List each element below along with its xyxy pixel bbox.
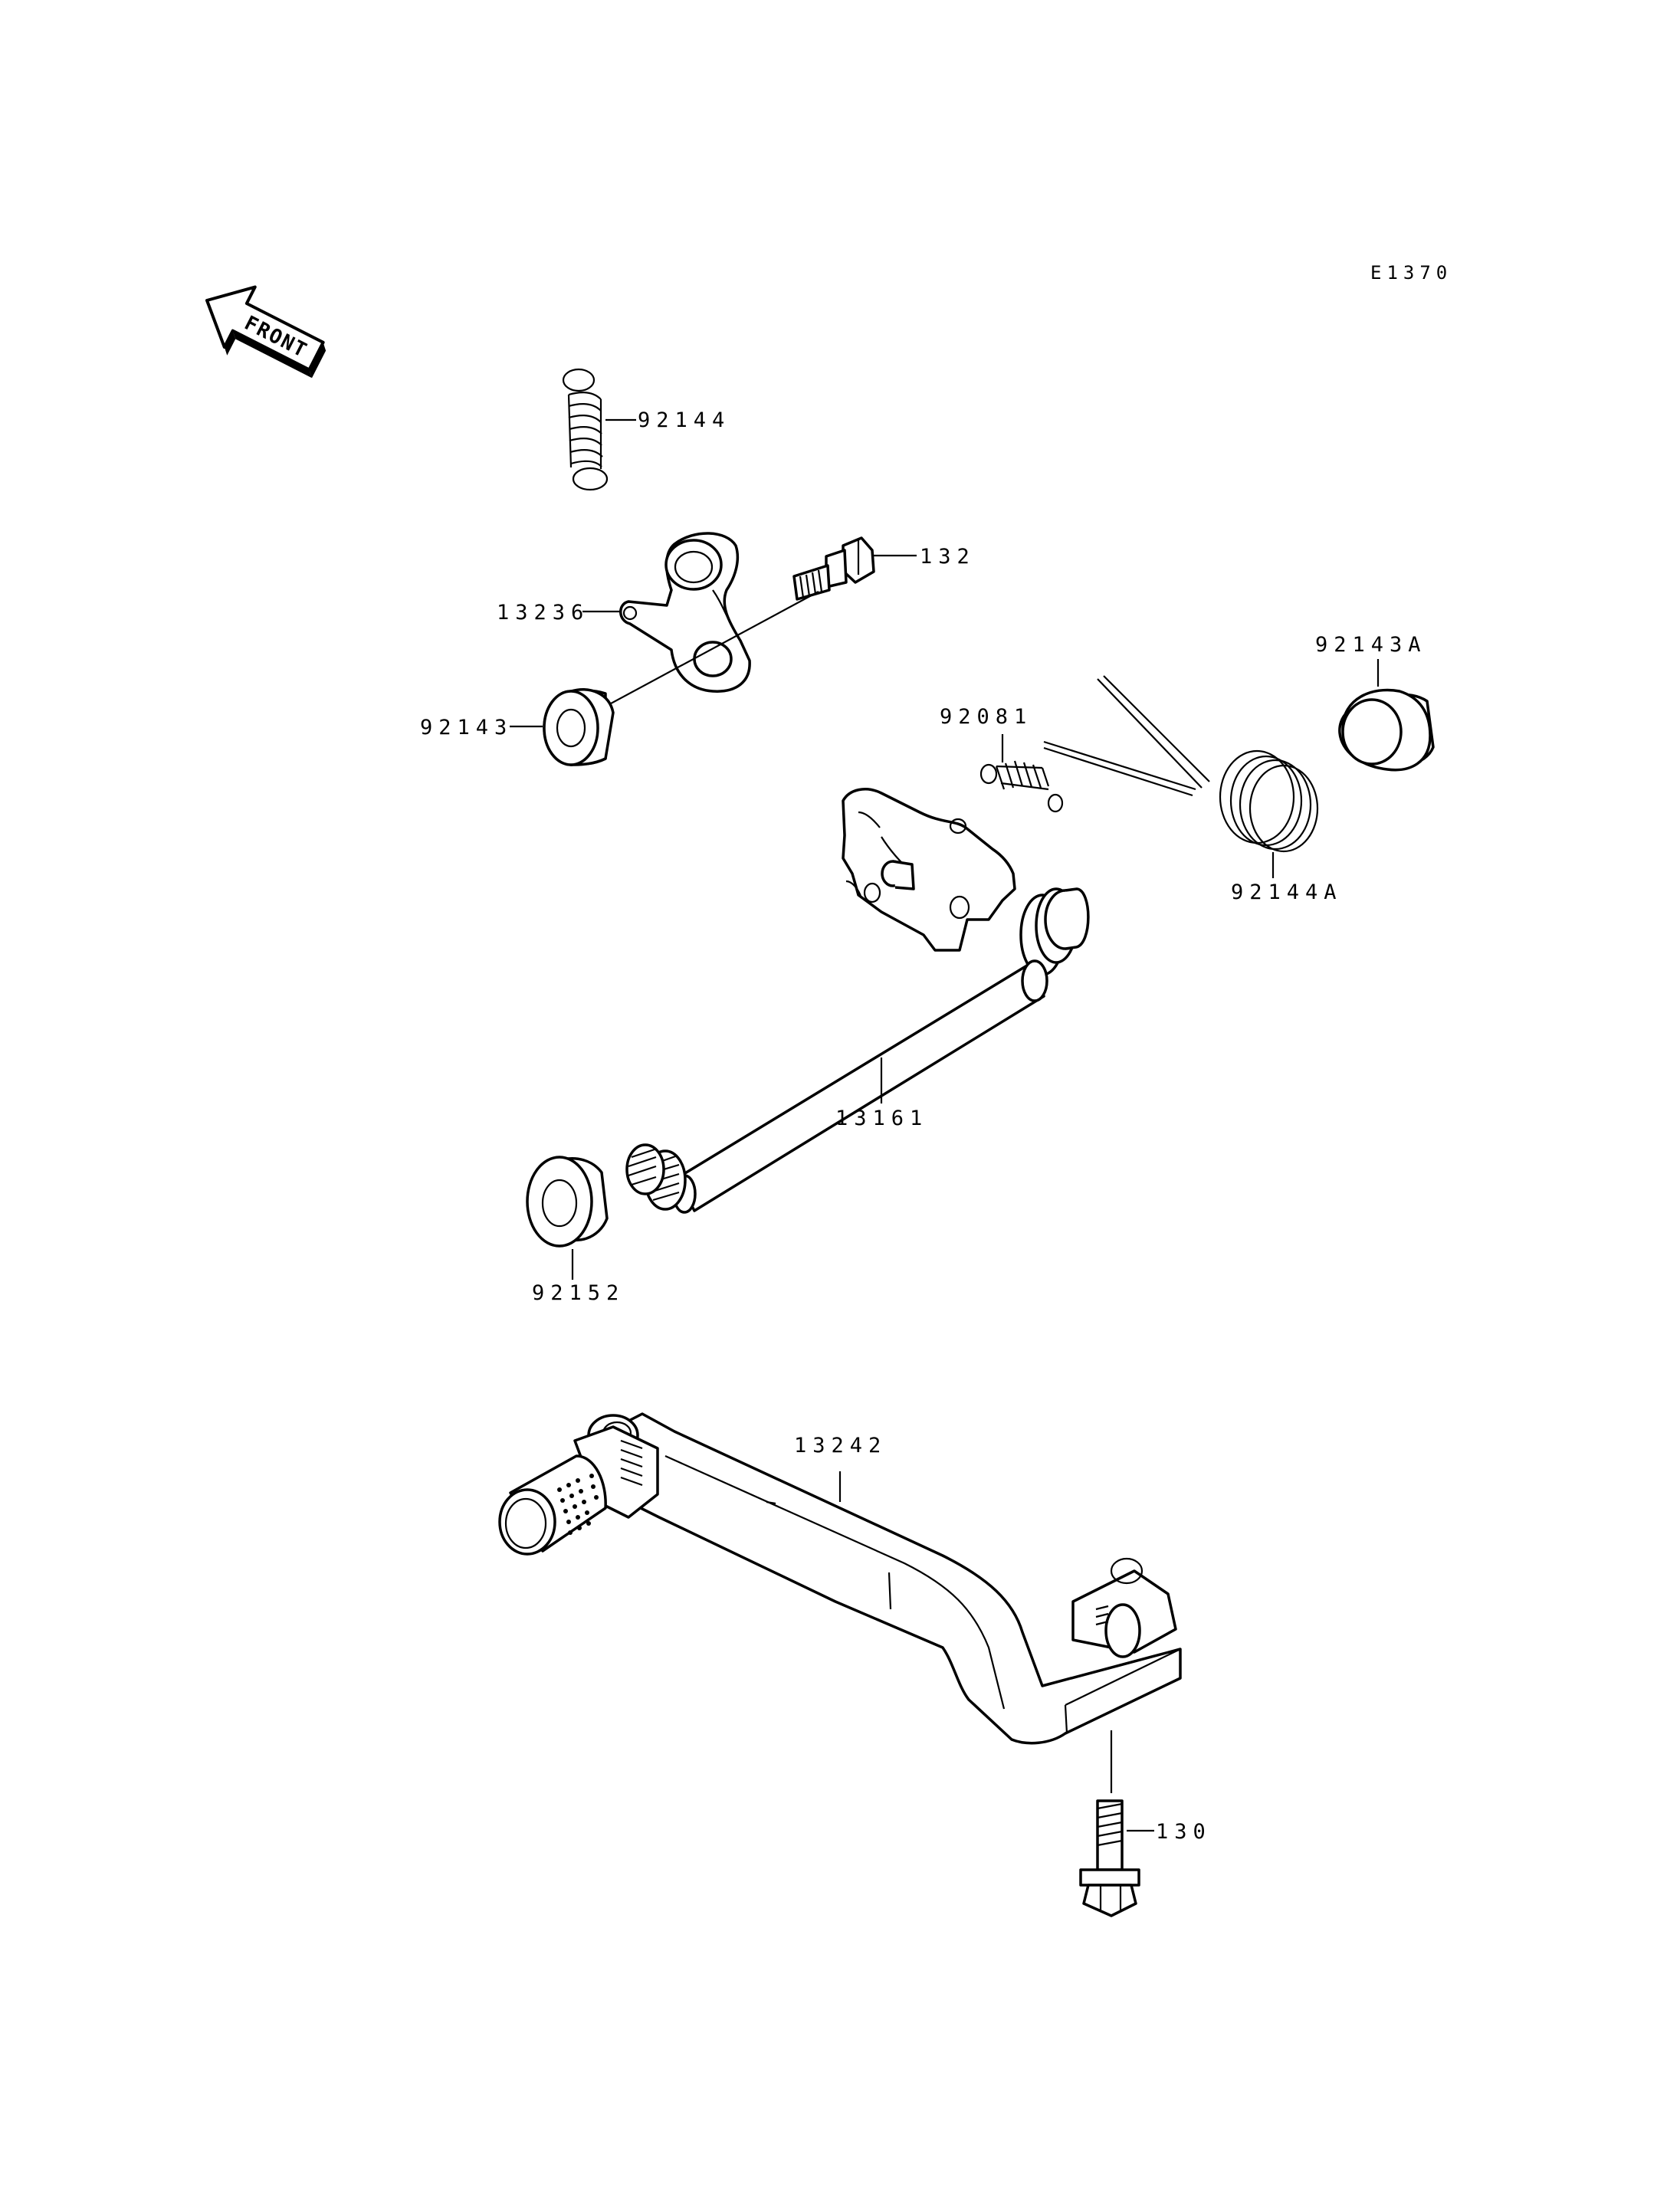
front-arrow-icon: FRONT — [205, 285, 326, 379]
spring-92144 — [562, 368, 609, 491]
label-13242: 13242 — [794, 1434, 887, 1458]
label-92143A: 92143A — [1315, 633, 1427, 657]
label-92152: 92152 — [532, 1281, 625, 1305]
label-92144: 92144 — [638, 408, 730, 432]
bolt-132 — [792, 536, 875, 601]
collar-92143A — [1338, 688, 1435, 772]
label-13236: 13236 — [497, 601, 589, 625]
shift-shaft-13161 — [625, 788, 1090, 1214]
label-132: 132 — [920, 545, 976, 569]
shift-pedal-13242 — [498, 1412, 1182, 1745]
bolt-130 — [1079, 1730, 1140, 1917]
spring-92081 — [979, 760, 1064, 813]
label-92144A: 92144A — [1231, 880, 1343, 904]
label-92081: 92081 — [940, 705, 1032, 729]
label-130: 130 — [1156, 1820, 1212, 1844]
collar-92143 — [543, 688, 615, 766]
torsion-spring-92144A — [1043, 675, 1319, 853]
washer-92152 — [526, 1156, 609, 1248]
plate-13236 — [619, 532, 751, 693]
diagram-code: E1370 — [1370, 262, 1452, 284]
label-92143: 92143 — [420, 716, 513, 739]
label-13161: 13161 — [835, 1107, 928, 1130]
